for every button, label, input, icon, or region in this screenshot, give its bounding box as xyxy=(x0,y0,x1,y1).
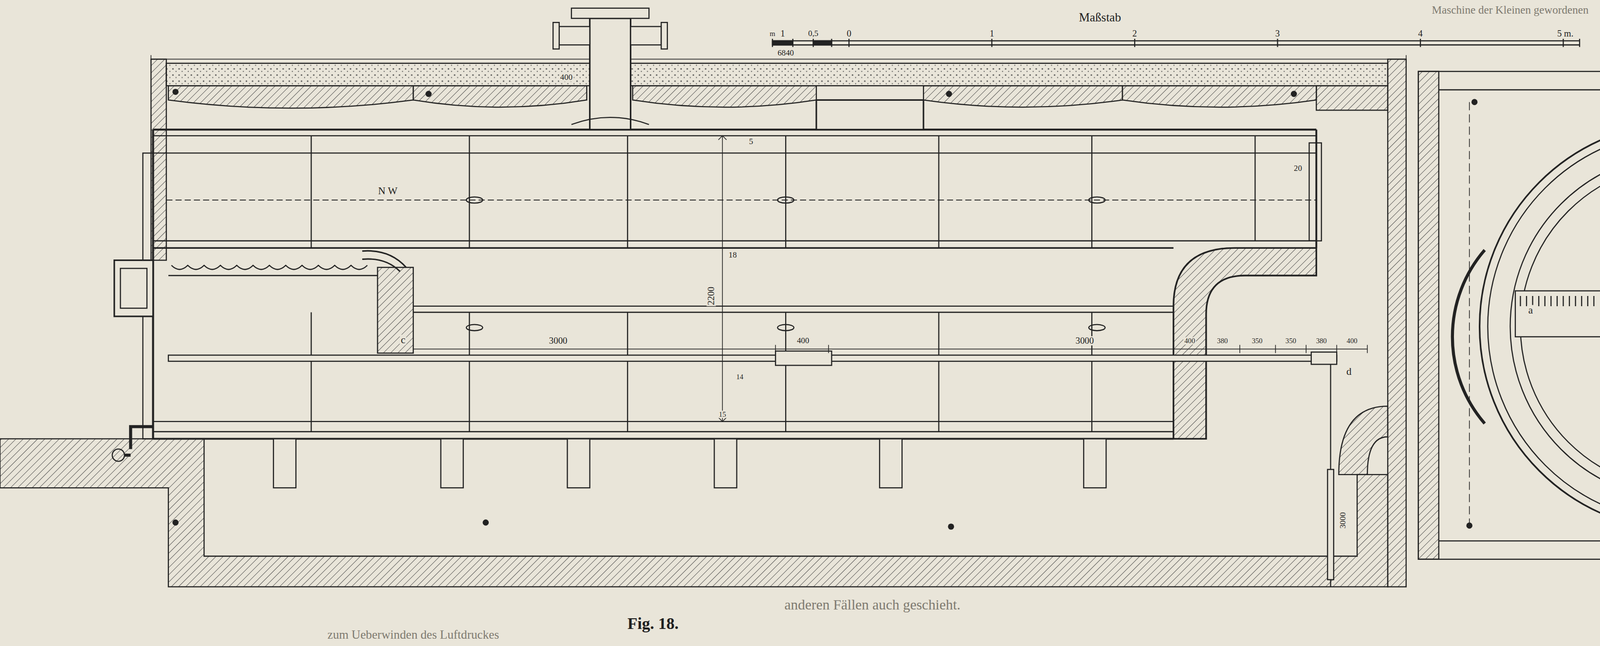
dimension-label: 3000 xyxy=(548,336,569,346)
scale-label: 3 xyxy=(1274,29,1281,39)
dimension-label: 380 xyxy=(1315,337,1328,345)
page-text: Maschine der Kleinen gewordenen xyxy=(1431,4,1590,16)
dimension-label: 400 xyxy=(795,336,810,346)
dimension-label: 18 xyxy=(727,251,738,260)
dimension-label: 400 xyxy=(1345,337,1359,345)
dimension-label: N W xyxy=(377,185,399,197)
scale-label: 0 xyxy=(845,29,852,39)
dimension-label: 6840 xyxy=(776,49,795,58)
scale-label: m xyxy=(768,30,776,38)
dimension-label: 5 xyxy=(748,137,755,147)
dimension-label: d xyxy=(1345,366,1353,377)
dimension-label: 3000 xyxy=(1074,336,1096,346)
dimension-label: a xyxy=(1527,305,1534,316)
dimension-label: 20 xyxy=(1292,164,1304,173)
scale-label: 2 xyxy=(1131,29,1138,39)
scale-label: 5 m. xyxy=(1556,29,1575,39)
dimension-label: 2200 xyxy=(706,285,717,307)
figure-caption: Fig. 18. xyxy=(626,615,680,632)
dimension-label: c xyxy=(399,334,406,346)
scale-label: 0,5 xyxy=(807,29,820,38)
scale-label: 4 xyxy=(1416,29,1424,39)
dimension-label: 350 xyxy=(1250,337,1264,345)
page-text: zum Ueberwinden des Luftdruckes xyxy=(326,628,501,641)
scale-label: 1 xyxy=(988,29,995,39)
scale-label: Maßstab xyxy=(1078,11,1123,24)
dimension-label: 400 xyxy=(1183,337,1196,345)
dimension-label: 350 xyxy=(1284,337,1298,345)
page-text: anderen Fällen auch geschieht. xyxy=(783,597,962,612)
dimension-label: 15 xyxy=(717,410,728,419)
dimension-label: 400 xyxy=(559,73,574,82)
dimension-label: 14 xyxy=(735,372,745,381)
scale-label: 1 xyxy=(779,29,786,39)
dimension-label: 380 xyxy=(1215,337,1229,345)
dimension-label: 3000 xyxy=(1338,511,1347,530)
